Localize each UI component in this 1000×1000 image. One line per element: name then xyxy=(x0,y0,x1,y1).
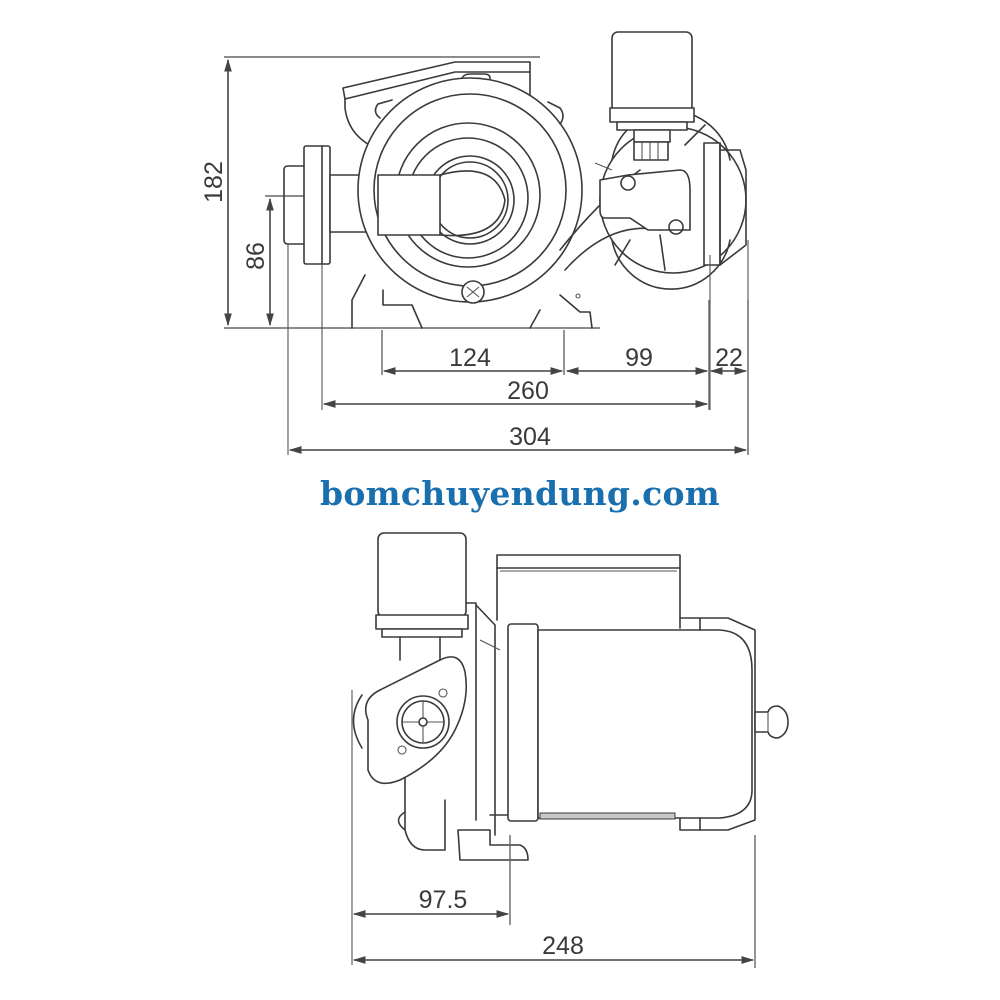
dim-248: 248 xyxy=(542,932,584,960)
watermark-text: bomchuyendung.com xyxy=(320,474,720,513)
dim-97-5: 97.5 xyxy=(419,886,468,914)
dim-124: 124 xyxy=(449,344,491,372)
dim-22: 22 xyxy=(715,344,743,372)
dim-304: 304 xyxy=(509,423,551,451)
front-view: 182 86 124 99 22 260 304 xyxy=(200,31,749,455)
dim-260: 260 xyxy=(507,377,549,405)
dim-86: 86 xyxy=(242,242,270,270)
dim-182: 182 xyxy=(200,161,228,203)
dim-99: 99 xyxy=(625,344,653,372)
side-view: 97.5 248 xyxy=(351,532,789,968)
